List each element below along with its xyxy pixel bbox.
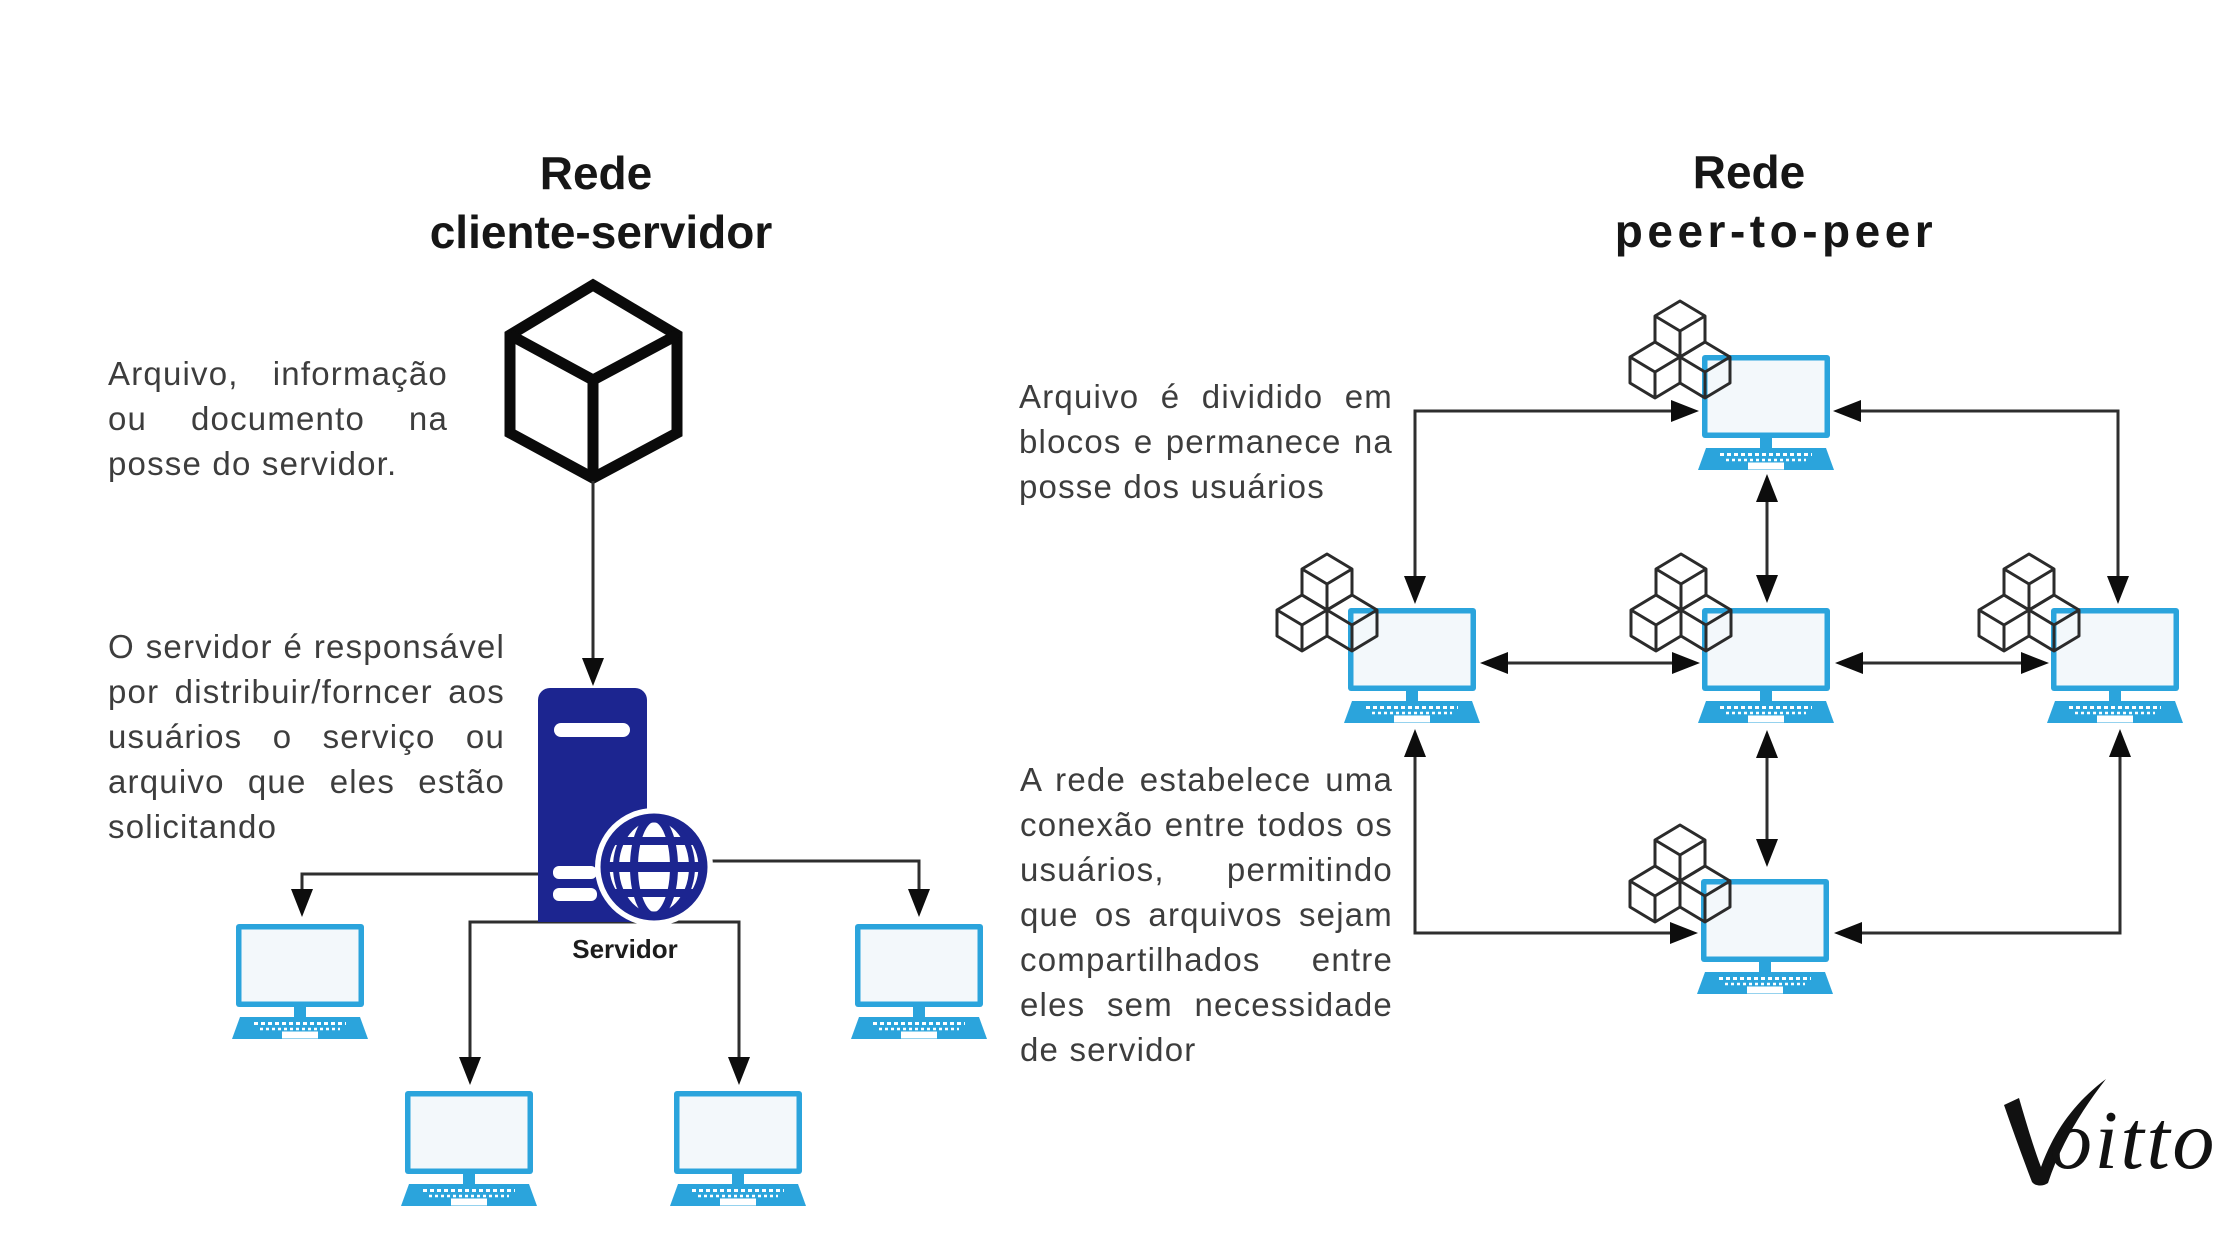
svg-text:Servidor: Servidor [572, 934, 678, 964]
svg-text:oitto: oitto [2050, 1094, 2217, 1187]
svg-text:Rede: Rede [1693, 146, 1805, 198]
svg-text:cliente-servidor: cliente-servidor [430, 206, 773, 258]
svg-text:Rede: Rede [540, 147, 652, 199]
svg-text:peer-to-peer: peer-to-peer [1615, 205, 1937, 257]
